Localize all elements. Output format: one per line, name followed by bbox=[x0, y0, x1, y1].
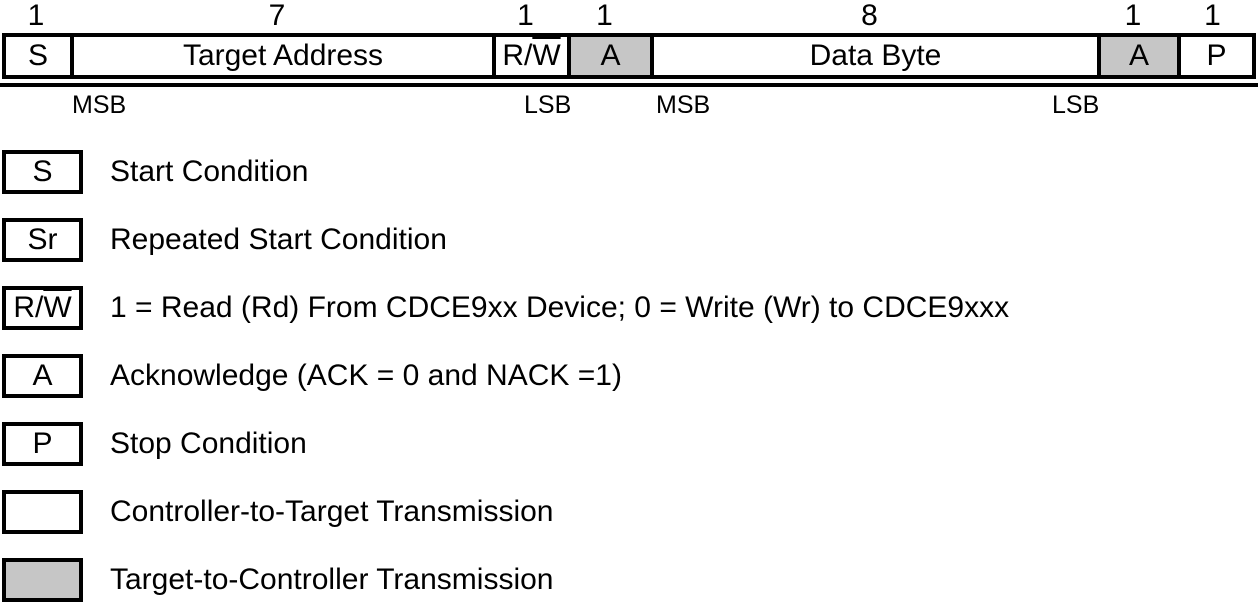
legend: S Start Condition Sr Repeated Start Cond… bbox=[2, 150, 1009, 602]
bit-count-ack-2: 1 bbox=[1124, 0, 1142, 32]
bit-count-ack-1: 1 bbox=[596, 0, 613, 32]
bit-count-start: 1 bbox=[27, 0, 45, 32]
frame-cell-target-address: Target Address bbox=[70, 37, 492, 75]
frame-cell-rw: R/W bbox=[492, 37, 567, 75]
legend-rw-write-overline: W bbox=[43, 291, 72, 324]
legend-item-repeated-start: Sr Repeated Start Condition bbox=[2, 218, 1009, 262]
legend-swatch-target-to-controller bbox=[2, 558, 83, 602]
legend-symbol-box-repeated-start: Sr bbox=[2, 218, 83, 262]
lsb-label-data: LSB bbox=[1052, 91, 1100, 119]
frame-cell-stop-label: P bbox=[1206, 39, 1227, 72]
rw-prefix: R/ bbox=[502, 39, 533, 72]
bit-count-target-address: 7 bbox=[268, 0, 286, 32]
frame-cell-rw-label: R/W bbox=[502, 41, 560, 71]
rw-write-overline: W bbox=[532, 39, 561, 72]
frame-area: 1 7 1 1 8 1 1 S Target Address R/W A Dat… bbox=[2, 0, 1256, 79]
legend-item-target-to-controller: Target-to-Controller Transmission bbox=[2, 558, 1009, 602]
frame-cell-start: S bbox=[6, 37, 70, 75]
legend-symbol-box-rw: R/W bbox=[2, 286, 83, 330]
legend-text-repeated-start: Repeated Start Condition bbox=[110, 223, 447, 256]
frame-cell-data-byte-label: Data Byte bbox=[809, 39, 942, 72]
legend-text-stop: Stop Condition bbox=[110, 427, 307, 460]
frame-cell-ack-2-label: A bbox=[1128, 39, 1149, 72]
lsb-label-address: LSB bbox=[524, 91, 572, 119]
legend-item-start: S Start Condition bbox=[2, 150, 1009, 194]
msb-label-address: MSB bbox=[72, 91, 127, 119]
legend-symbol-box-acknowledge: A bbox=[2, 354, 83, 398]
bit-count-stop: 1 bbox=[1204, 0, 1221, 32]
legend-item-stop: P Stop Condition bbox=[2, 422, 1009, 466]
bit-count-rw: 1 bbox=[517, 0, 534, 32]
legend-text-target-to-controller: Target-to-Controller Transmission bbox=[110, 563, 554, 596]
protocol-frame: S Target Address R/W A Data Byte A P bbox=[2, 33, 1256, 79]
legend-text-acknowledge: Acknowledge (ACK = 0 and NACK =1) bbox=[110, 359, 622, 392]
legend-text-rw: 1 = Read (Rd) From CDCE9xx Device; 0 = W… bbox=[110, 291, 1010, 324]
legend-symbol-rw: R/W bbox=[13, 293, 71, 323]
legend-rw-prefix: R/ bbox=[13, 291, 44, 324]
legend-text-controller-to-target: Controller-to-Target Transmission bbox=[110, 495, 554, 528]
legend-symbol-repeated-start: Sr bbox=[27, 223, 58, 256]
legend-text-start: Start Condition bbox=[110, 155, 309, 188]
legend-item-controller-to-target: Controller-to-Target Transmission bbox=[2, 490, 1009, 534]
bit-count-row: 1 7 1 1 8 1 1 bbox=[2, 0, 1256, 33]
legend-symbol-box-stop: P bbox=[2, 422, 83, 466]
bit-count-data-byte: 8 bbox=[861, 0, 878, 32]
frame-cell-stop: P bbox=[1177, 37, 1252, 75]
legend-item-rw: R/W 1 = Read (Rd) From CDCE9xx Device; 0… bbox=[2, 286, 1009, 330]
legend-symbol-box-start: S bbox=[2, 150, 83, 194]
frame-cell-data-byte: Data Byte bbox=[650, 37, 1097, 75]
msb-label-data: MSB bbox=[656, 91, 711, 119]
frame-baseline-rule bbox=[0, 83, 1258, 87]
frame-cell-start-label: S bbox=[27, 39, 48, 72]
frame-cell-target-address-label: Target Address bbox=[182, 39, 384, 72]
legend-symbol-stop: P bbox=[32, 427, 53, 460]
legend-symbol-start: S bbox=[32, 155, 53, 188]
legend-item-acknowledge: A Acknowledge (ACK = 0 and NACK =1) bbox=[2, 354, 1009, 398]
frame-cell-ack-1-label: A bbox=[600, 39, 621, 72]
legend-symbol-acknowledge: A bbox=[32, 359, 53, 392]
frame-cell-ack-1: A bbox=[567, 37, 650, 75]
frame-cell-ack-2: A bbox=[1097, 37, 1177, 75]
legend-swatch-controller-to-target bbox=[2, 490, 83, 534]
